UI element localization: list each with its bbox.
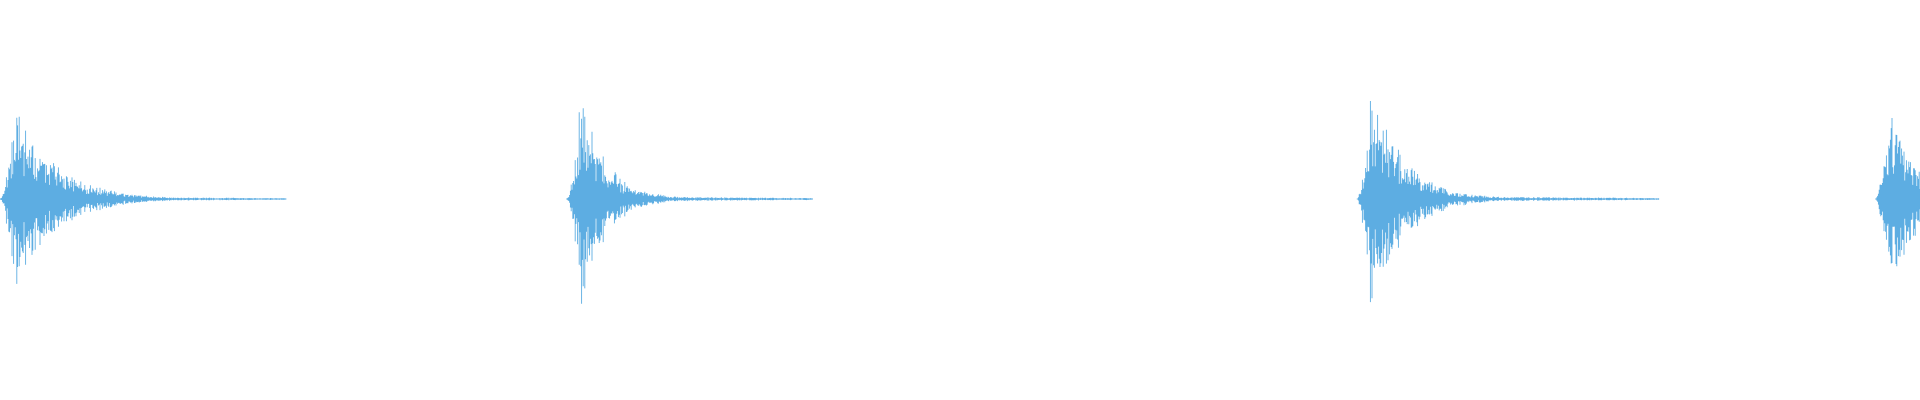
waveform-burst	[1357, 101, 1659, 303]
waveform-event-4	[1875, 118, 1920, 267]
waveform-burst	[0, 116, 287, 284]
waveform-event-2	[566, 108, 813, 304]
waveform-events	[0, 101, 1920, 304]
waveform-burst	[1875, 118, 1920, 267]
waveform-event-3	[1356, 101, 1660, 303]
waveform-event-1	[0, 116, 287, 284]
waveform-burst	[566, 108, 813, 304]
